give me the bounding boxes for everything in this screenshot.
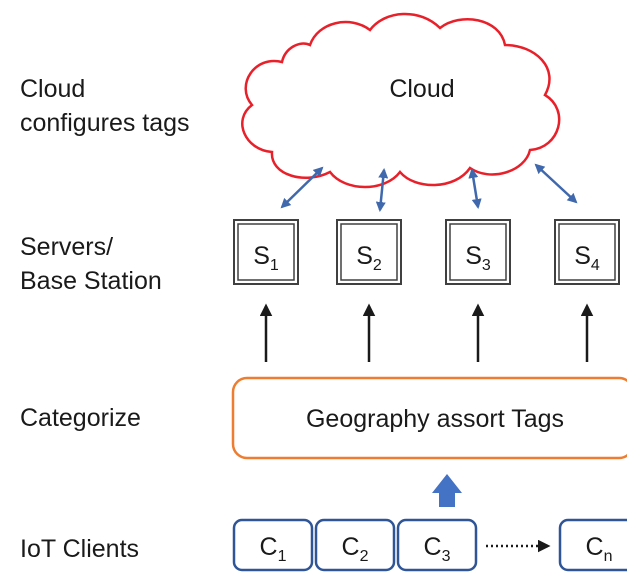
- server-box-4: [554, 219, 620, 285]
- categorize-box-label: Geography assort Tags: [306, 405, 564, 433]
- client-node-3: C3: [396, 518, 478, 572]
- row-label-cloud-line2: configures tags: [20, 109, 190, 137]
- server-node-3: S3: [445, 219, 511, 285]
- row-label-servers-line2: Base Station: [20, 267, 162, 295]
- row-label-categorize: Categorize: [20, 404, 141, 432]
- server-box-4-inner: [558, 223, 616, 281]
- client-label-1: C1: [260, 533, 287, 565]
- client-label-2: C2: [342, 533, 369, 565]
- server-box-1-inner: [237, 223, 295, 281]
- row-label-iot-clients: IoT Clients: [20, 535, 140, 563]
- link-arrow-s2: [375, 168, 389, 212]
- server-label-3: S3: [465, 242, 491, 274]
- server-label-2: S2: [356, 242, 382, 274]
- link-arrow-s1: [280, 166, 324, 209]
- client-box-3: [396, 518, 478, 572]
- row-label-servers: Servers/ Base Station: [20, 230, 162, 298]
- client-box-n: [558, 518, 627, 572]
- row-label-cloud: Cloud configures tags: [20, 72, 190, 140]
- server-box-3-inner: [449, 223, 507, 281]
- client-box-2: [314, 518, 396, 572]
- server-label-1: S1: [253, 242, 279, 274]
- client-box-1: [232, 518, 314, 572]
- categorize-node: Geography assort Tags: [231, 376, 627, 460]
- client-node-1: C1: [232, 518, 314, 572]
- link-arrow-s3: [468, 168, 482, 209]
- server-box-3: [445, 219, 511, 285]
- server-node-4: S4: [554, 219, 620, 285]
- client-upload-arrow: [432, 474, 462, 507]
- server-node-1: S1: [233, 219, 299, 285]
- categorize-server-links: [259, 303, 594, 362]
- server-box-1: [233, 219, 299, 285]
- link-arrow-s4: [534, 163, 578, 204]
- client-label-n: Cn: [586, 533, 613, 565]
- server-node-2: S2: [336, 219, 402, 285]
- client-label-3: C3: [424, 533, 451, 565]
- cloud-label: Cloud: [389, 75, 454, 103]
- row-label-servers-line1: Servers/: [20, 233, 114, 261]
- server-label-4: S4: [574, 242, 600, 274]
- client-node-2: C2: [314, 518, 396, 572]
- client-node-n: Cn: [558, 518, 627, 572]
- row-label-cloud-line1: Cloud: [20, 75, 86, 103]
- cloud-server-links: [280, 163, 578, 212]
- categorize-box: [231, 376, 627, 460]
- server-box-2: [336, 219, 402, 285]
- server-box-2-inner: [340, 223, 398, 281]
- cloud-node: Cloud: [241, 12, 561, 189]
